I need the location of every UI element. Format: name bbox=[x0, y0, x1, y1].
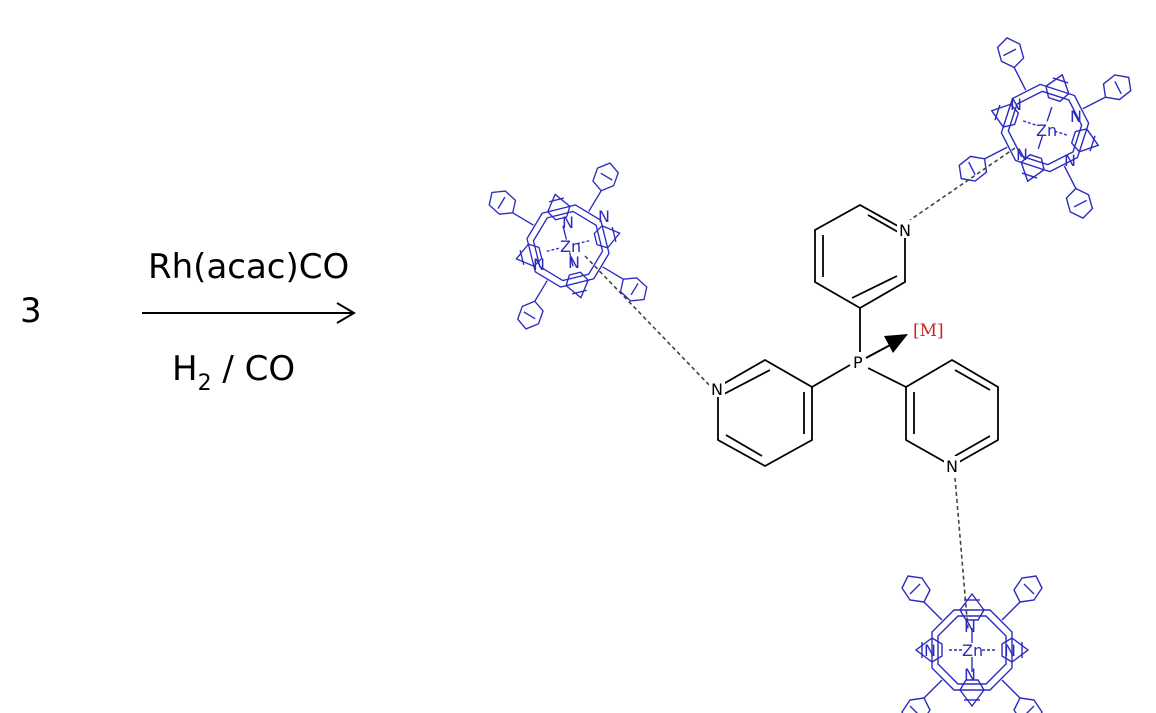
porphyrin-n-left-3: N bbox=[533, 255, 545, 274]
reactant-label: 3 bbox=[20, 291, 42, 331]
metal-label: [M] bbox=[913, 321, 944, 341]
porphyrin-n-tr-3: N bbox=[1016, 145, 1028, 164]
ligand-labels: N N N P bbox=[709, 220, 960, 476]
reagent-above: Rh(acac)CO bbox=[148, 247, 349, 287]
porphyrin-n-left-4: N bbox=[568, 253, 580, 272]
pyridine-ring-right bbox=[905, 358, 999, 468]
porphyrin-n-left-2: N bbox=[598, 207, 610, 226]
p-c-bond-right bbox=[867, 367, 907, 388]
pyridine-ring-top bbox=[814, 203, 906, 310]
coordination-bonds bbox=[584, 147, 1016, 631]
zinc-atom-left: Zn bbox=[560, 237, 581, 256]
porphyrin-n-b-3: N bbox=[924, 641, 936, 660]
zn-porphyrin-left: Zn N N N N bbox=[485, 161, 651, 331]
pyridine-n-right: N bbox=[946, 457, 958, 476]
phosphorus-atom: P bbox=[853, 353, 863, 372]
porphyrin-n-tr-1: N bbox=[1010, 95, 1022, 114]
reagent-below: H2 / CO bbox=[172, 349, 295, 396]
pyridine-n-top: N bbox=[899, 221, 911, 240]
reagent-below-sub: 2 bbox=[198, 371, 212, 396]
reagent-below-rest: / CO bbox=[212, 349, 296, 389]
porphyrin-n-b-2: N bbox=[964, 665, 976, 684]
porphyrin-n-tr-4: N bbox=[1064, 151, 1076, 170]
coordination-bond-left bbox=[584, 255, 713, 389]
porphyrin-n-tr-2: N bbox=[1070, 107, 1082, 126]
porphyrin-n-b-1: N bbox=[964, 617, 976, 636]
metal-coordination-arrow bbox=[865, 334, 908, 359]
coordination-bond-bottom bbox=[954, 477, 969, 631]
porphyrin-n-left-1: N bbox=[562, 213, 574, 232]
coordination-bond-top-right bbox=[909, 147, 1016, 221]
zn-porphyrin-bottom: Zn N N N N bbox=[901, 575, 1043, 713]
phosphine-ligand bbox=[717, 203, 999, 468]
reaction-arrow bbox=[142, 302, 356, 324]
zn-porphyrin-top-right: Zn N N N N bbox=[954, 35, 1136, 221]
porphyrin-n-b-4: N bbox=[1004, 641, 1016, 660]
reagent-below-main: H bbox=[172, 349, 198, 389]
pyridine-ring-left bbox=[717, 358, 813, 468]
pyridine-n-left: N bbox=[711, 380, 723, 399]
p-c-bond-left bbox=[811, 364, 851, 388]
zinc-atom-bottom: Zn bbox=[962, 641, 983, 660]
zinc-atom-top-right: Zn bbox=[1036, 121, 1057, 140]
